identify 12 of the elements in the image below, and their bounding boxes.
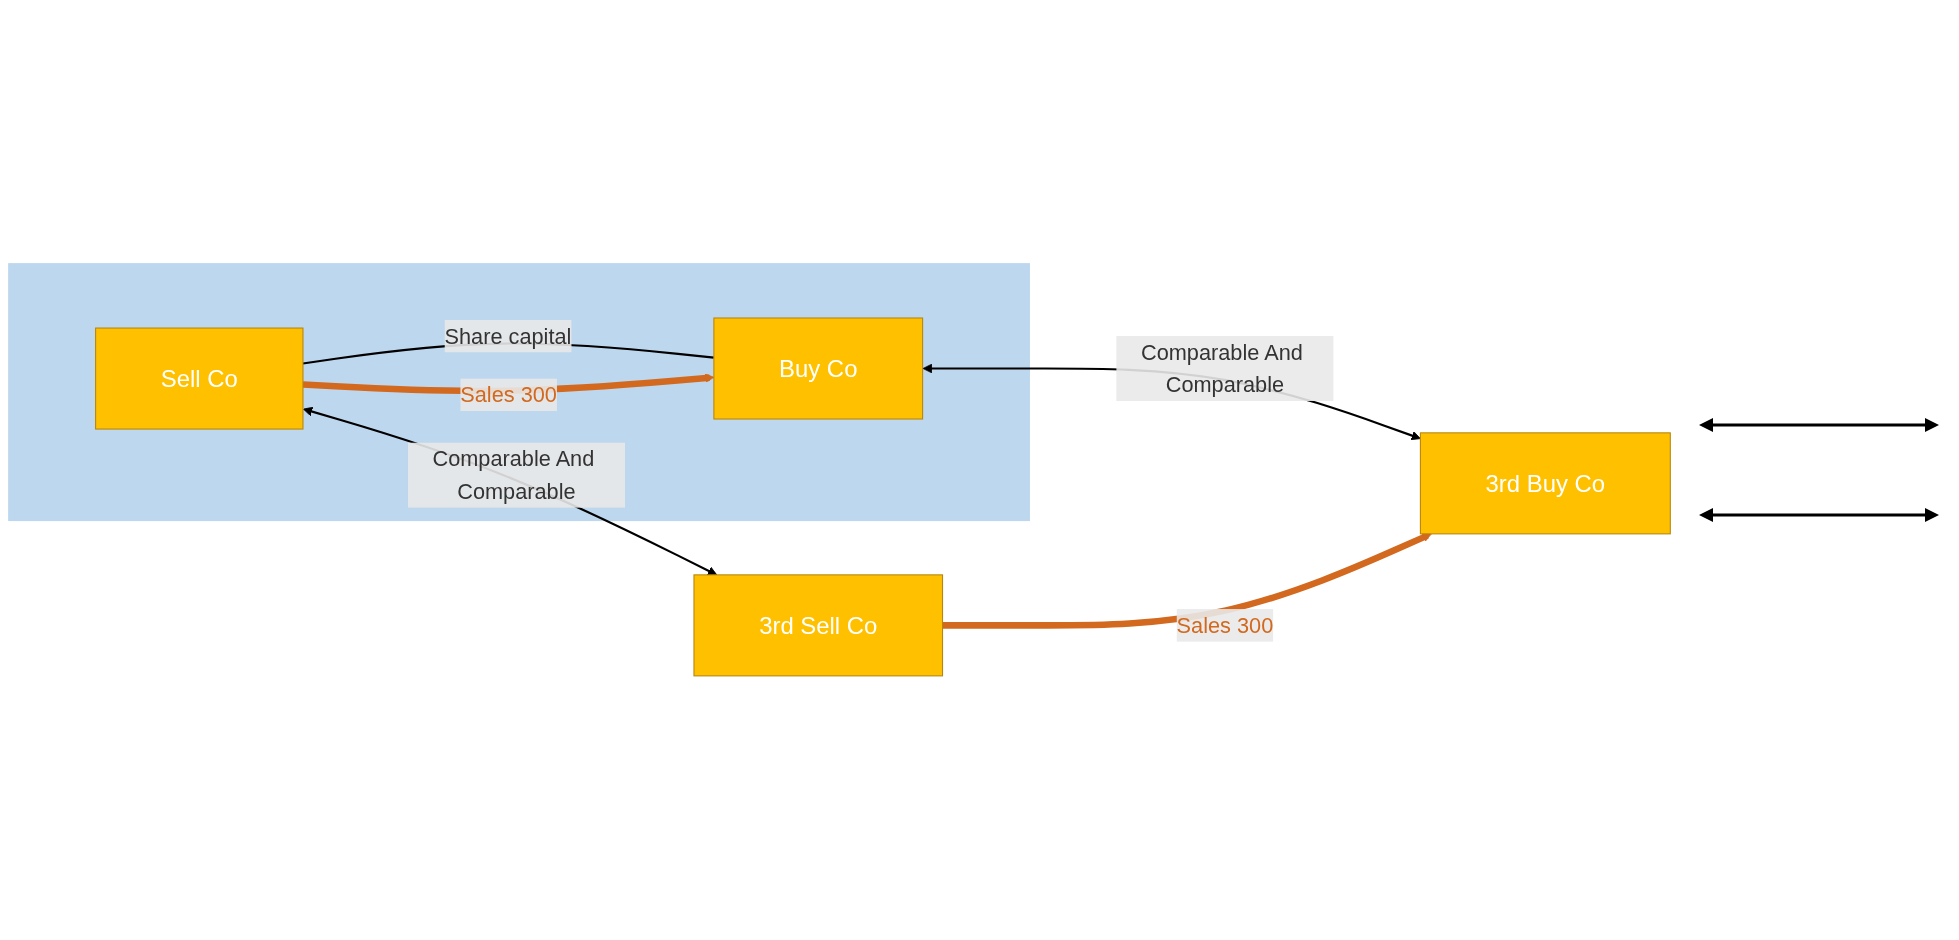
edge-label: Sales 300 xyxy=(460,383,557,407)
edge-label: Comparable And Comparable xyxy=(432,447,595,504)
edge-label: Sales 300 xyxy=(1176,613,1274,638)
arrow xyxy=(942,532,1432,629)
cluster xyxy=(8,263,1030,522)
edge-label: Share capital xyxy=(444,324,572,349)
node-box: 3rd Buy Co xyxy=(1419,432,1671,535)
node-box: Buy Co xyxy=(713,317,924,420)
arrow xyxy=(302,407,718,576)
node-box: Sell Co xyxy=(95,327,304,430)
edge-label: Comparable And Comparable xyxy=(1140,340,1303,397)
node-box: 3rd Sell Co xyxy=(693,574,944,677)
